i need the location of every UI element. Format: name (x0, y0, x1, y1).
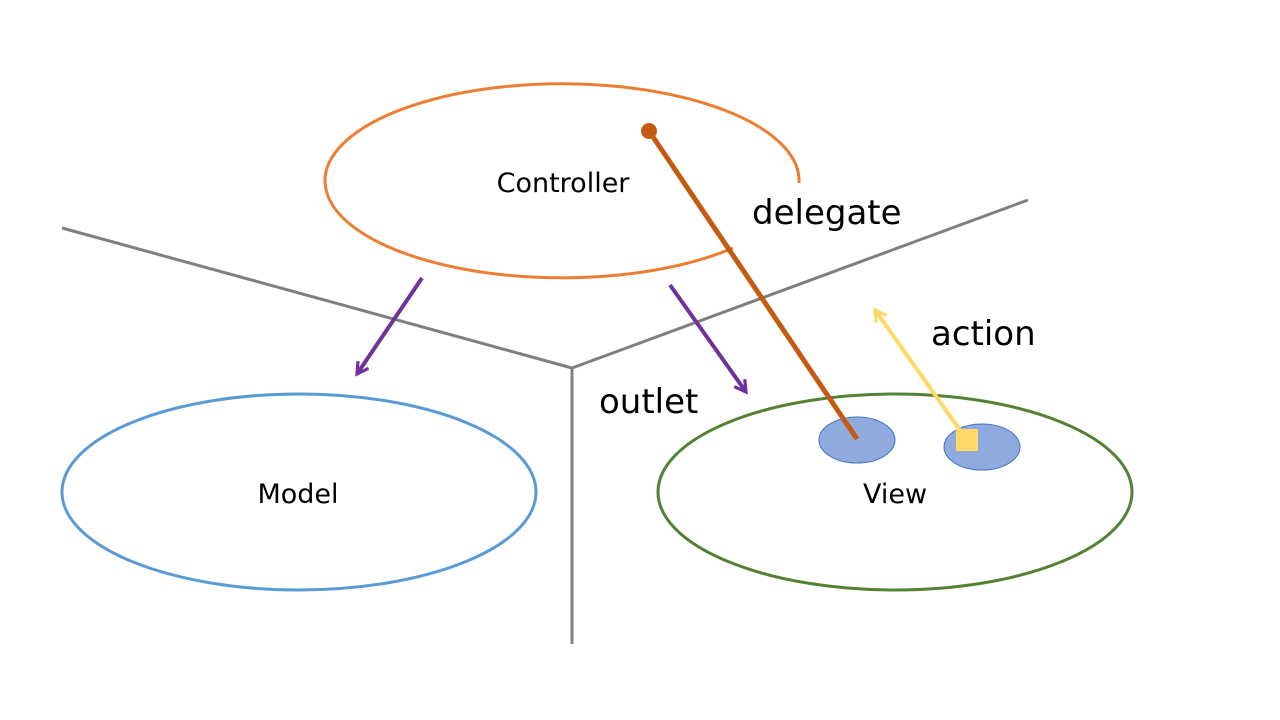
controller-to-model-arrow (355, 276, 424, 377)
view-ellipse (656, 392, 1134, 592)
action-arrow (873, 307, 969, 442)
delegate-dot (641, 123, 657, 139)
outlet-label: outlet (599, 382, 698, 422)
model-ellipse (60, 392, 538, 592)
divider-left (61, 226, 573, 370)
subview-delegate-target (818, 416, 896, 464)
delegate-line (646, 129, 860, 441)
action-label: action (931, 314, 1036, 354)
subview-action-source (943, 423, 1021, 471)
divider-right (571, 198, 1029, 370)
action-square (956, 429, 978, 451)
divider-lines (61, 198, 1029, 644)
controller-ellipse (323, 82, 801, 280)
controller-label: Controller (497, 168, 631, 199)
outlet-arrow (668, 283, 748, 395)
view-label: View (863, 479, 927, 510)
delegate-label: delegate (752, 193, 902, 233)
model-label: Model (257, 479, 338, 510)
